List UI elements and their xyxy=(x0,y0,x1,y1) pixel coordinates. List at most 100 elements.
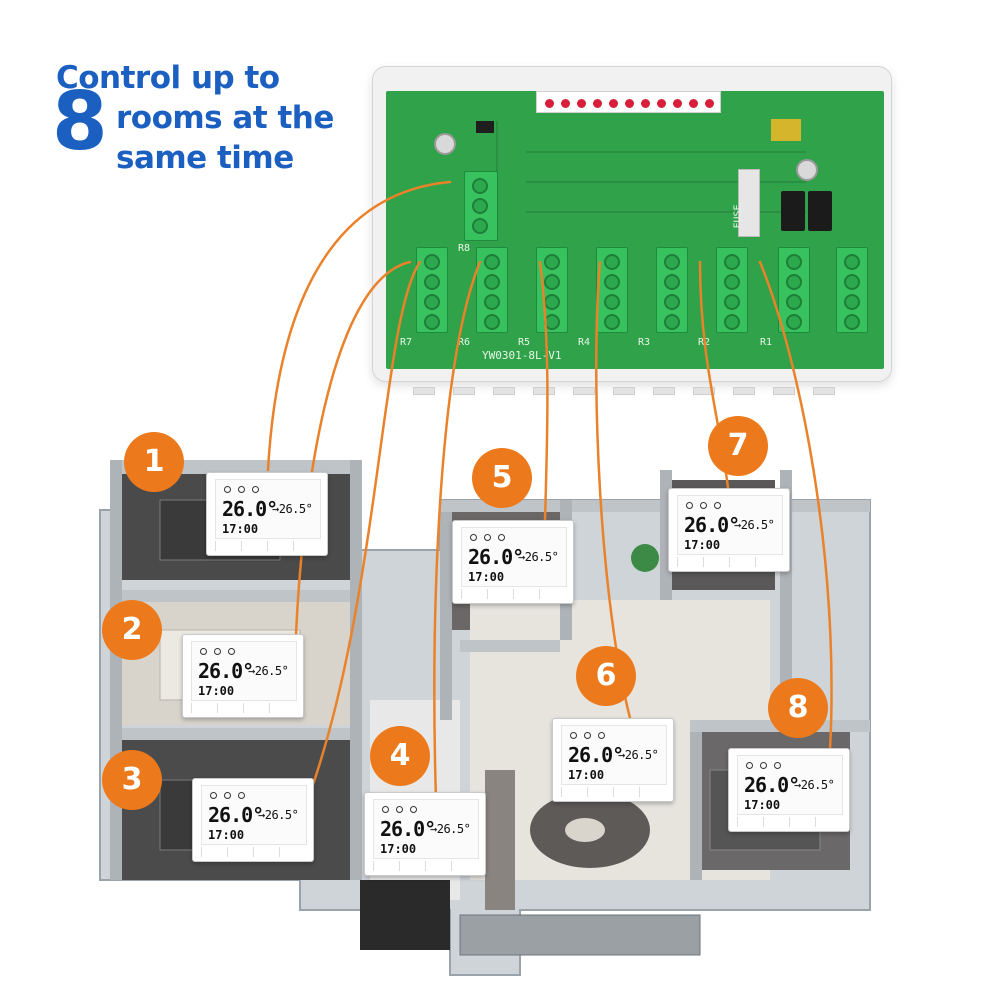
down-button[interactable] xyxy=(279,847,303,857)
headline-line-3: same time xyxy=(116,140,294,176)
power-button[interactable] xyxy=(677,557,701,567)
headline-number: 8 xyxy=(52,75,108,168)
thermostat-buttons xyxy=(677,557,783,567)
circuit-board: FUSE R8 xyxy=(386,91,884,369)
down-button[interactable] xyxy=(269,703,293,713)
up-button[interactable] xyxy=(243,703,267,713)
mode-button[interactable] xyxy=(703,557,727,567)
down-button[interactable] xyxy=(451,861,475,871)
relay-label: R2 xyxy=(698,337,711,348)
mode-icons xyxy=(222,484,312,496)
status-led xyxy=(705,99,714,108)
relay xyxy=(781,191,805,231)
current-temp: 26.0° xyxy=(198,659,254,683)
thermostat-screen: 26.0° →26.5° 17:00 xyxy=(215,479,321,539)
mode-icons xyxy=(684,500,774,512)
up-button[interactable] xyxy=(613,787,637,797)
thermostat-buttons xyxy=(215,541,321,551)
thermostat-room-1[interactable]: 26.0° →26.5° 17:00 xyxy=(206,472,328,556)
up-button[interactable] xyxy=(729,557,753,567)
power-button[interactable] xyxy=(461,589,485,599)
thermostat-buttons xyxy=(191,703,297,713)
relay-label: R3 xyxy=(638,337,651,348)
current-temp: 26.0° xyxy=(568,743,624,767)
zone-terminal xyxy=(716,247,748,333)
room-badge-4: 4 xyxy=(370,726,430,786)
down-button[interactable] xyxy=(755,557,779,567)
up-button[interactable] xyxy=(789,817,813,827)
thermostat-screen: 26.0° →26.5° 17:00 xyxy=(201,785,307,845)
status-led xyxy=(641,99,650,108)
thermostat-buttons xyxy=(373,861,479,871)
thermostat-room-3[interactable]: 26.0° →26.5° 17:00 xyxy=(192,778,314,862)
zone-terminal xyxy=(476,247,508,333)
clock: 17:00 xyxy=(684,538,721,552)
mode-button[interactable] xyxy=(763,817,787,827)
power-button[interactable] xyxy=(737,817,761,827)
power-button[interactable] xyxy=(561,787,585,797)
mode-button[interactable] xyxy=(587,787,611,797)
room-badge-5: 5 xyxy=(472,448,532,508)
power-button[interactable] xyxy=(201,847,225,857)
current-temp: 26.0° xyxy=(222,497,278,521)
power-button[interactable] xyxy=(373,861,397,871)
mode-button[interactable] xyxy=(241,541,265,551)
thermostat-buttons xyxy=(461,589,567,599)
relay-label: R1 xyxy=(760,337,773,348)
relay-label: R6 xyxy=(458,337,471,348)
power-button[interactable] xyxy=(215,541,239,551)
wiring-center-controller: FUSE R8 xyxy=(372,66,892,395)
fuse-holder xyxy=(738,169,760,237)
clock: 17:00 xyxy=(380,842,417,856)
down-button[interactable] xyxy=(639,787,663,797)
room-badge-7: 7 xyxy=(708,416,768,476)
thermostat-room-4[interactable]: 26.0° →26.5° 17:00 xyxy=(364,792,486,876)
mode-icons xyxy=(208,790,298,802)
set-temp: →26.5° xyxy=(794,778,835,792)
thermostat-room-5[interactable]: 26.0° →26.5° 17:00 xyxy=(452,520,574,604)
thermostat-room-8[interactable]: 26.0° →26.5° 17:00 xyxy=(728,748,850,832)
zone-terminal xyxy=(416,247,448,333)
set-temp: →26.5° xyxy=(518,550,559,564)
status-led xyxy=(625,99,634,108)
set-temp: →26.5° xyxy=(258,808,299,822)
relay-label: R4 xyxy=(578,337,591,348)
status-led xyxy=(689,99,698,108)
down-button[interactable] xyxy=(539,589,563,599)
status-led xyxy=(657,99,666,108)
thermostat-buttons xyxy=(561,787,667,797)
current-temp: 26.0° xyxy=(380,817,436,841)
up-button[interactable] xyxy=(425,861,449,871)
mode-button[interactable] xyxy=(487,589,511,599)
power-button[interactable] xyxy=(191,703,215,713)
down-button[interactable] xyxy=(815,817,839,827)
thermostat-buttons xyxy=(737,817,843,827)
thermostat-screen: 26.0° →26.5° 17:00 xyxy=(461,527,567,587)
thermostat-room-6[interactable]: 26.0° →26.5° 17:00 xyxy=(552,718,674,802)
zone-terminal xyxy=(536,247,568,333)
up-button[interactable] xyxy=(267,541,291,551)
up-button[interactable] xyxy=(253,847,277,857)
thermostat-room-2[interactable]: 26.0° →26.5° 17:00 xyxy=(182,634,304,718)
set-temp: →26.5° xyxy=(430,822,471,836)
clock: 17:00 xyxy=(222,522,259,536)
up-button[interactable] xyxy=(513,589,537,599)
model-label: YW0301-8L-V1 xyxy=(482,349,562,362)
headline-line-2: rooms at the xyxy=(116,100,334,136)
relay-label: R7 xyxy=(400,337,413,348)
down-button[interactable] xyxy=(293,541,317,551)
mode-icons xyxy=(568,730,658,742)
zone-terminal xyxy=(778,247,810,333)
clock: 17:00 xyxy=(208,828,245,842)
thermostat-buttons xyxy=(201,847,307,857)
mode-button[interactable] xyxy=(227,847,251,857)
zone-terminal xyxy=(596,247,628,333)
mode-button[interactable] xyxy=(399,861,423,871)
status-led xyxy=(561,99,570,108)
clock: 17:00 xyxy=(568,768,605,782)
thermostat-room-7[interactable]: 26.0° →26.5° 17:00 xyxy=(668,488,790,572)
mode-button[interactable] xyxy=(217,703,241,713)
headline: Control up to 8 rooms at the same time xyxy=(52,60,372,180)
status-led xyxy=(593,99,602,108)
set-temp: →26.5° xyxy=(248,664,289,678)
